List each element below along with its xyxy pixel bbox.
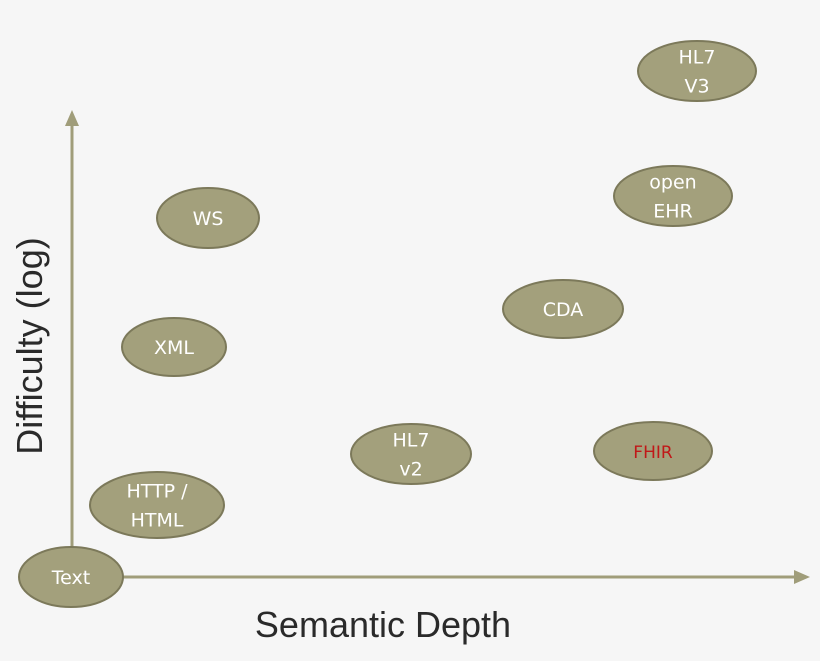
node-label: V3 [684,76,709,98]
node-label: v2 [399,459,422,481]
node-label: open [649,172,696,194]
node-bubble [121,317,227,377]
node-fhir: FHIR [593,421,713,481]
node-bubble [89,471,225,539]
node-xml: XML [121,317,227,377]
y-axis-label: Difficulty (log) [9,237,50,454]
y-axis-arrow-icon [65,110,79,126]
node-bubble [156,187,260,249]
node-label: CDA [543,299,584,321]
node-cda: CDA [502,279,624,339]
node-bubble [613,165,733,227]
x-axis-arrow-icon [794,570,810,584]
node-label: HL7 [679,47,716,69]
node-http-html: HTTP / HTML [89,471,225,539]
node-label: WS [193,208,224,230]
node-bubble [593,421,713,481]
node-label: HTTP / [126,481,188,503]
node-bubble [18,546,124,608]
node-label: XML [154,337,194,359]
node-label: HTML [131,510,184,532]
node-label: EHR [653,201,693,223]
node-label: HL7 [393,430,430,452]
node-bubble [502,279,624,339]
node-label: Text [51,567,90,589]
node-label: FHIR [633,443,673,463]
node-bubble [637,40,757,102]
node-bubble [350,423,472,485]
node-ws: WS [156,187,260,249]
x-axis-label: Semantic Depth [255,604,511,645]
node-text: Text [18,546,124,608]
